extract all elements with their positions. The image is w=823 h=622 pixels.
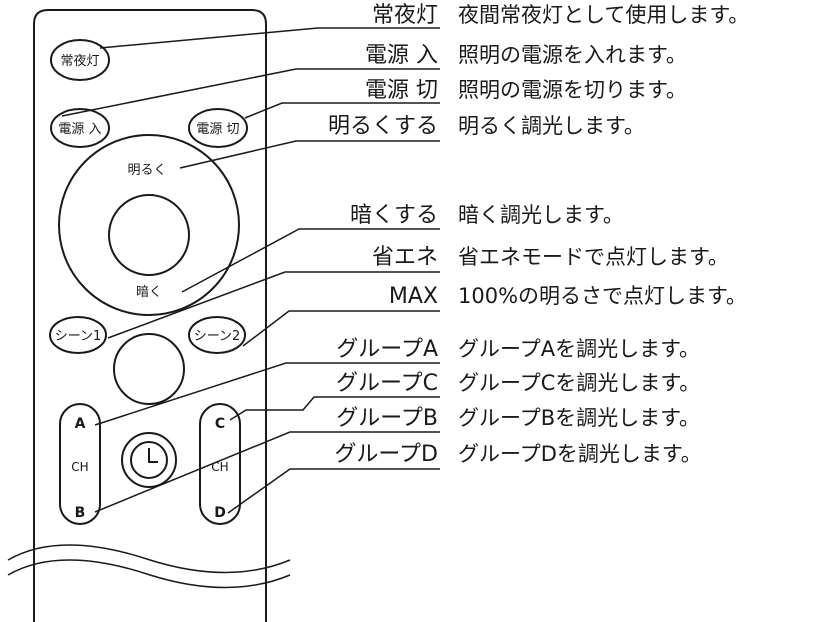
ch-left-label: CH <box>71 460 88 474</box>
callout-leader-lines <box>61 27 440 514</box>
power-on-button[interactable]: 電源 入 <box>50 108 110 148</box>
brighter-label[interactable]: 明るく <box>127 163 166 178</box>
leader-darker <box>181 228 440 293</box>
leader-group-d <box>227 468 440 514</box>
power-off-button[interactable]: 電源 切 <box>188 108 248 148</box>
night-light-button-label: 常夜灯 <box>60 54 99 69</box>
callout-label-group-c: グループC <box>336 371 438 396</box>
group-d-button[interactable]: D <box>214 505 226 521</box>
callout-desc-group-a: グループAを調光します。 <box>458 337 700 361</box>
callout-desc-group-b: グループBを調光します。 <box>458 406 700 430</box>
power-off-button-label: 電源 切 <box>196 122 239 137</box>
callout-label-brighter: 明るくする <box>328 114 438 139</box>
scene2-button-label: シーン2 <box>194 329 241 344</box>
callout-desc-darker: 暗く調光します。 <box>458 203 624 227</box>
ch-right-rocker: C CH D <box>199 403 241 525</box>
ch-right-label: CH <box>211 460 228 474</box>
remote-break-line-bottom <box>7 559 291 589</box>
group-b-button[interactable]: B <box>75 505 86 521</box>
callout-desc-max: 100%の明るさで点灯します。 <box>458 284 747 308</box>
leader-power-off <box>244 102 440 119</box>
callout-label-group-a: グループA <box>336 337 438 362</box>
power-on-button-label: 電源 入 <box>58 122 101 137</box>
callout-label-group-d: グループD <box>334 442 438 467</box>
leader-group-c <box>229 396 440 421</box>
callout-desc-night-light: 夜間常夜灯として使用します。 <box>458 3 749 27</box>
group-a-button[interactable]: A <box>75 416 86 432</box>
callout-desc-brighter: 明るく調光します。 <box>458 114 645 138</box>
ch-left-rocker: A CH B <box>59 403 101 525</box>
darker-label[interactable]: 暗く <box>136 285 162 300</box>
leader-brighter <box>179 140 440 169</box>
callout-label-max: MAX <box>389 284 438 309</box>
leader-eco <box>107 271 440 339</box>
remote-break-line-top <box>7 544 291 574</box>
leader-group-a <box>94 362 440 426</box>
scene1-button-label: シーン1 <box>55 329 102 344</box>
leader-night-light <box>99 27 440 49</box>
callout-label-group-b: グループB <box>336 406 438 431</box>
scene2-button[interactable]: シーン2 <box>188 316 246 354</box>
callout-descriptions: 夜間常夜灯として使用します。 照明の電源を入れます。 照明の電源を切ります。 明… <box>458 3 749 466</box>
timer-button[interactable] <box>121 432 177 488</box>
scene1-button[interactable]: シーン1 <box>49 316 107 354</box>
callout-labels: 常夜灯 電源 入 電源 切 明るくする 暗くする 省エネ MAX グループA グ… <box>328 3 438 467</box>
callout-label-darker: 暗くする <box>350 203 438 228</box>
callout-desc-power-off: 照明の電源を切ります。 <box>458 78 687 102</box>
leader-max <box>242 310 440 347</box>
max-button[interactable] <box>113 333 185 405</box>
group-c-button[interactable]: C <box>215 416 225 432</box>
eco-button[interactable] <box>108 194 190 276</box>
leader-group-b <box>94 431 440 513</box>
callout-label-power-on: 電源 入 <box>365 43 438 68</box>
callout-desc-group-c: グループCを調光します。 <box>458 371 700 395</box>
callout-label-power-off: 電源 切 <box>365 78 438 103</box>
callout-desc-group-d: グループDを調光します。 <box>458 442 702 466</box>
callout-desc-power-on: 照明の電源を入れます。 <box>458 43 687 67</box>
callout-desc-eco: 省エネモードで点灯します。 <box>458 245 729 269</box>
leader-power-on <box>61 68 440 117</box>
callout-label-night-light: 常夜灯 <box>372 3 438 28</box>
callout-label-eco: 省エネ <box>372 245 438 270</box>
clock-icon <box>130 441 168 479</box>
night-light-button[interactable]: 常夜灯 <box>50 39 110 81</box>
